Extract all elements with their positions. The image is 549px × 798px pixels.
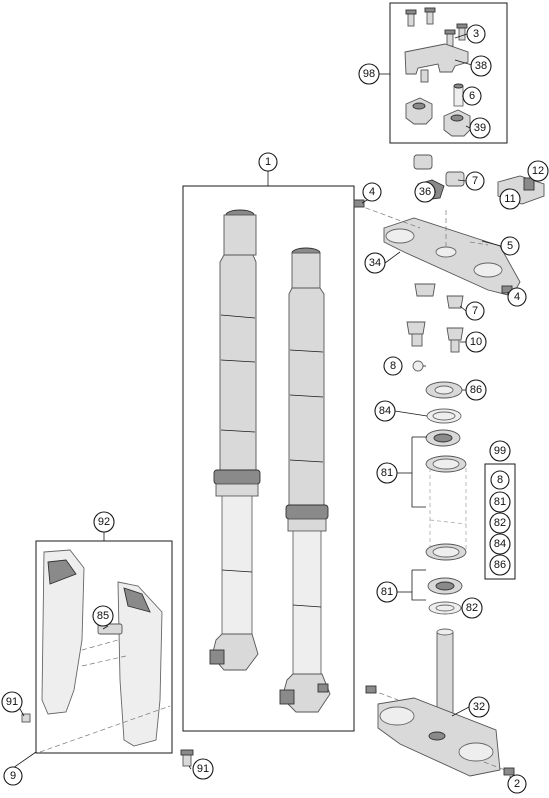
fork-leg-right — [279, 247, 331, 713]
callout-7-upper: 7 — [465, 171, 485, 191]
callout-86: 86 — [465, 379, 487, 401]
svg-text:32: 32 — [473, 701, 485, 713]
callout-7-lower: 7 — [465, 301, 485, 321]
callout-91-bottom: 91 — [192, 758, 214, 780]
fork-leg-left — [209, 209, 261, 671]
svg-text:81: 81 — [381, 467, 393, 479]
svg-text:82: 82 — [494, 517, 506, 529]
callout-4-lower: 4 — [507, 287, 527, 307]
callout-1: 1 — [258, 152, 278, 172]
svg-text:85: 85 — [97, 610, 109, 622]
svg-text:8: 8 — [497, 474, 503, 486]
callout-4-upper: 4 — [362, 182, 382, 202]
svg-text:82: 82 — [466, 602, 478, 614]
svg-text:3: 3 — [473, 28, 479, 40]
callout-81-upper: 81 — [376, 462, 398, 484]
kit-box-98 — [389, 2, 508, 144]
kit99-item-81: 81 — [489, 491, 511, 513]
svg-text:4: 4 — [369, 186, 375, 198]
svg-text:5: 5 — [507, 240, 513, 252]
svg-text:9: 9 — [10, 770, 16, 782]
leader-lines — [12, 33, 539, 785]
svg-text:91: 91 — [6, 696, 18, 708]
callout-98: 98 — [358, 63, 380, 85]
callout-2: 2 — [507, 774, 527, 794]
callout-32: 32 — [468, 696, 490, 718]
svg-text:81: 81 — [494, 496, 506, 508]
lower-triple-clamp — [365, 628, 515, 777]
kit99-item-86: 86 — [489, 554, 511, 576]
svg-text:1: 1 — [265, 156, 271, 168]
screw-91-left — [21, 713, 31, 723]
kit-box-99 — [484, 463, 516, 580]
callout-10: 10 — [465, 331, 487, 353]
svg-text:39: 39 — [474, 122, 486, 134]
svg-text:86: 86 — [494, 559, 506, 571]
svg-text:34: 34 — [369, 257, 381, 269]
handlebar-clamp-parts — [404, 7, 471, 137]
steering-bearing-stack — [412, 360, 467, 615]
callout-39: 39 — [469, 117, 491, 139]
svg-text:84: 84 — [379, 405, 391, 417]
callout-3: 3 — [466, 24, 486, 44]
svg-text:10: 10 — [470, 336, 482, 348]
svg-text:92: 92 — [98, 516, 110, 528]
callout-5: 5 — [500, 236, 520, 256]
callout-91-left: 91 — [1, 691, 23, 713]
svg-text:38: 38 — [475, 60, 487, 72]
callout-8: 8 — [383, 356, 403, 376]
callout-6: 6 — [462, 86, 482, 106]
svg-text:99: 99 — [494, 445, 506, 457]
svg-text:6: 6 — [469, 90, 475, 102]
svg-text:4: 4 — [514, 291, 520, 303]
callout-81-lower: 81 — [376, 581, 398, 603]
svg-text:98: 98 — [363, 68, 375, 80]
callout-82: 82 — [461, 597, 483, 619]
svg-text:84: 84 — [494, 538, 506, 550]
callout-36: 36 — [414, 181, 436, 203]
callout-34: 34 — [364, 252, 386, 274]
kit99-item-82: 82 — [489, 512, 511, 534]
kit99-item-84: 84 — [489, 533, 511, 555]
svg-text:91: 91 — [197, 763, 209, 775]
svg-text:2: 2 — [514, 778, 520, 790]
callout-85: 85 — [92, 605, 114, 627]
svg-text:8: 8 — [390, 360, 396, 372]
callout-99: 99 — [489, 440, 511, 462]
svg-text:36: 36 — [419, 186, 431, 198]
callout-12: 12 — [527, 160, 549, 182]
kit99-item-8: 8 — [490, 470, 510, 490]
svg-text:7: 7 — [472, 305, 478, 317]
svg-text:12: 12 — [532, 165, 544, 177]
svg-text:7: 7 — [472, 175, 478, 187]
callout-92: 92 — [93, 511, 115, 533]
callout-84: 84 — [374, 400, 396, 422]
svg-text:86: 86 — [470, 384, 482, 396]
callout-11: 11 — [499, 188, 521, 210]
callout-38: 38 — [470, 55, 492, 77]
svg-text:81: 81 — [381, 586, 393, 598]
kit-box-1 — [182, 185, 355, 732]
screw-91-bottom — [182, 753, 192, 767]
callout-9: 9 — [3, 766, 23, 786]
svg-text:11: 11 — [504, 193, 515, 205]
fork-guards — [39, 549, 171, 753]
